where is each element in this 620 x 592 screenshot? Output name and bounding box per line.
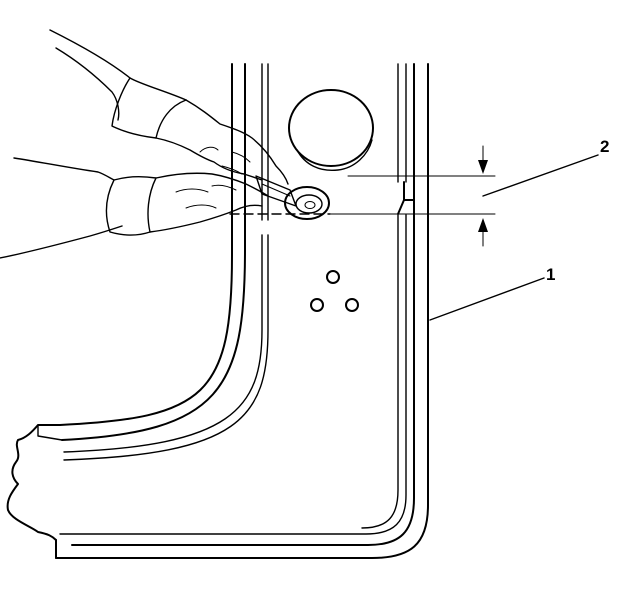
lower-knuckle-lines xyxy=(175,184,237,209)
leader-line-2 xyxy=(482,154,599,197)
pillar-left-outer-edge xyxy=(59,63,233,426)
arrow-up-icon xyxy=(478,218,488,232)
pillar-right-outer-edge xyxy=(55,63,429,559)
sill-left-inner-profile xyxy=(37,424,63,441)
cutting-wheel-outer xyxy=(284,186,330,220)
small-hole-right xyxy=(345,298,359,312)
callout-2: 2 xyxy=(600,137,609,156)
leader-line-1 xyxy=(429,277,545,321)
callout-1: 1 xyxy=(546,265,555,284)
tool-body-detail xyxy=(261,183,291,197)
pillar-left-inner-edge xyxy=(61,63,246,441)
pillar-right-flange-line-1 xyxy=(59,63,407,535)
lower-cuff xyxy=(105,175,157,236)
upper-knuckle-lines xyxy=(199,146,251,175)
lower-arm-sleeve xyxy=(0,157,123,259)
lower-hand xyxy=(149,172,269,233)
sill-left-profile xyxy=(6,424,61,559)
upper-arm-sleeve xyxy=(49,29,187,121)
round-access-hole xyxy=(288,89,374,167)
arrow-down-icon xyxy=(478,160,488,174)
cutting-wheel-hub xyxy=(304,201,316,209)
hands-holding-cutting-wheel-icon xyxy=(0,29,330,259)
cutting-wheel-middle xyxy=(295,194,323,214)
body-panel xyxy=(6,63,429,559)
pillar-right-inner-edge xyxy=(71,63,415,546)
small-hole-left xyxy=(310,298,324,312)
round-access-hole-shadow xyxy=(296,139,373,172)
dimension-marker xyxy=(329,145,496,247)
pillar-right-flange-line-2 xyxy=(361,63,399,529)
pillar-left-flange-line-2 xyxy=(63,63,269,461)
small-hole-top xyxy=(326,270,340,284)
upper-cuff xyxy=(111,77,187,139)
cut-step-notch xyxy=(397,181,415,215)
